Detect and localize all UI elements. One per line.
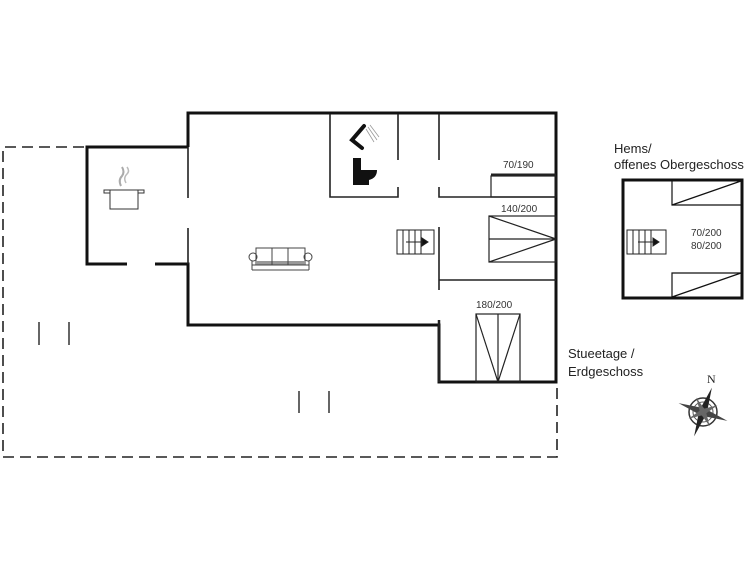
- bed-180-200: [475, 313, 521, 383]
- ground-floor-label: Erdgeschoss: [568, 364, 644, 379]
- compass-rose-icon: [678, 387, 728, 437]
- bed-140-200: [488, 215, 557, 263]
- toilet-icon: [353, 158, 377, 185]
- sofa-icon: [248, 247, 313, 271]
- interior-walls: [187, 114, 556, 382]
- cooking-pot-icon: [103, 166, 145, 210]
- bed-size-label: 70/190: [503, 160, 534, 171]
- shower-icon: [349, 124, 380, 150]
- compass-north-label: N: [707, 372, 716, 386]
- loft-stairs-icon: [626, 229, 667, 255]
- bed-size-label: 180/200: [476, 300, 513, 311]
- bed-size-label: 80/200: [691, 241, 722, 252]
- ground-floor-label: Stueetage /: [568, 346, 635, 361]
- terrace-markers: [38, 322, 330, 413]
- bed-size-label: 70/200: [691, 228, 722, 239]
- stairs-icon: [396, 229, 435, 255]
- terrace-outline: [2, 146, 558, 458]
- bed-size-label: 140/200: [501, 204, 538, 215]
- loft-label: offenes Obergeschoss: [614, 157, 744, 172]
- loft-label: Hems/: [614, 141, 652, 156]
- exterior-walls: [85, 111, 558, 384]
- bed-70-190: [490, 173, 557, 198]
- loft-outline: [621, 178, 744, 300]
